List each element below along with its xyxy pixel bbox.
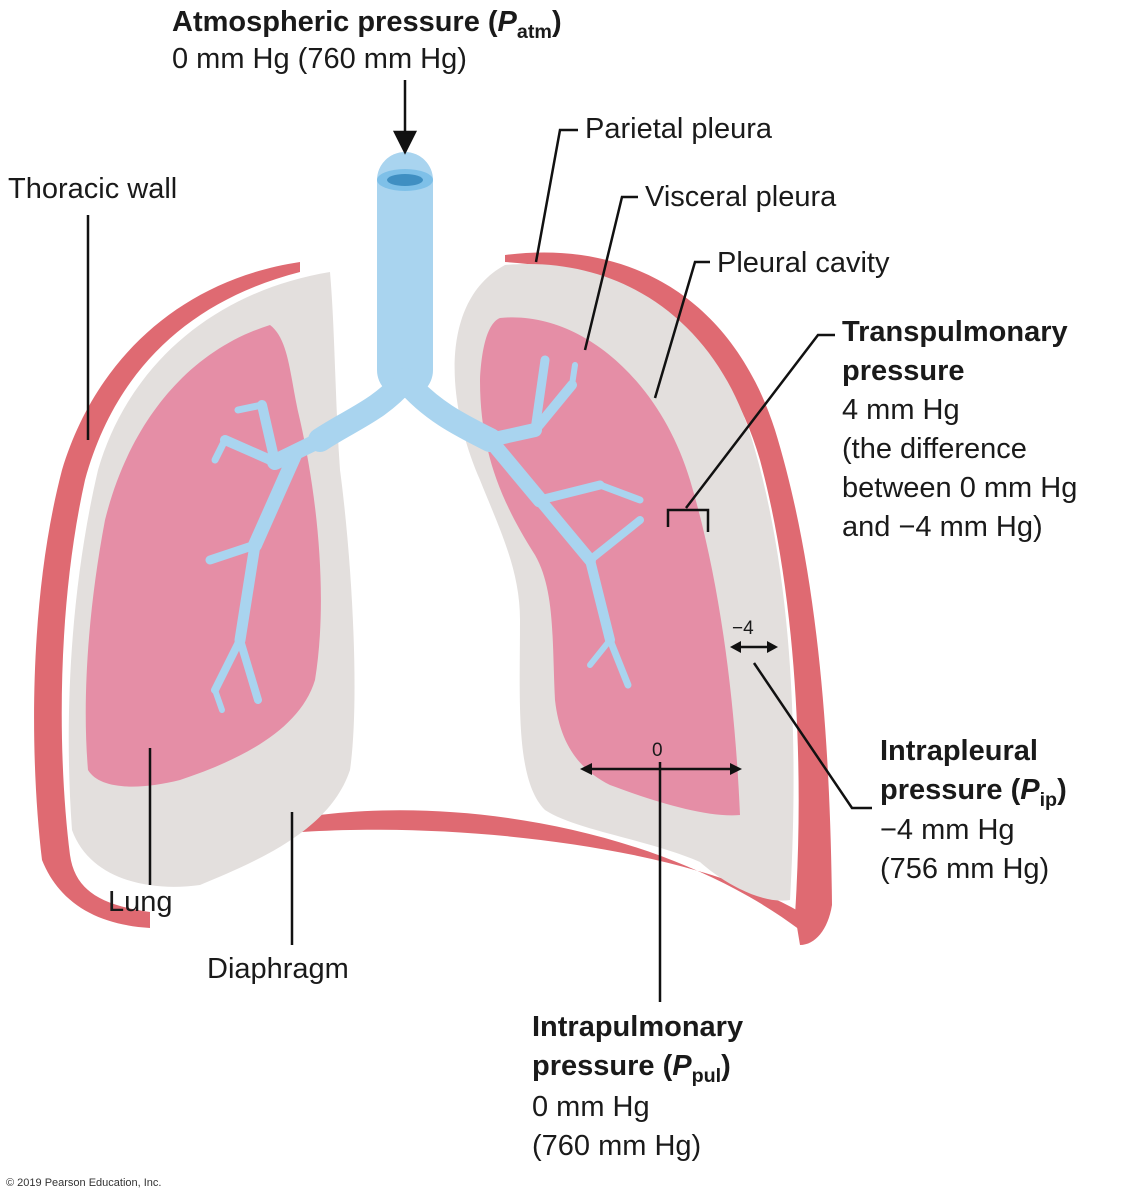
intrapulmonary-marker: 0 [652, 740, 663, 761]
intrapulmonary-close: ) [721, 1050, 731, 1082]
atmospheric-pressure-title: Atmospheric pressure (Patm) [172, 5, 562, 43]
pleural-cavity-label: Pleural cavity [717, 247, 890, 279]
transpulmonary-value: 4 mm Hg [842, 394, 960, 426]
arrowhead-pul-left [580, 763, 592, 775]
copyright-notice: © 2019 Pearson Education, Inc. [6, 1177, 162, 1189]
transpulmonary-title-line2: pressure [842, 355, 965, 387]
transpulmonary-note-line2: between 0 mm Hg [842, 472, 1078, 504]
thoracic-wall-left [34, 262, 301, 928]
leader-visceral-pleura [583, 195, 638, 351]
lung-label: Lung [108, 886, 173, 918]
leader-transpulmonary [685, 333, 835, 509]
airway-tree [205, 152, 644, 713]
lung-left [85, 325, 321, 787]
intrapleural-title-line2: pressure (Pip) [880, 773, 1067, 811]
transpulmonary-note-line1: (the difference [842, 433, 1027, 465]
arrowhead-ip-left [730, 641, 741, 653]
intrapleural-value-alt: (756 mm Hg) [880, 853, 1050, 885]
leader-pleural-cavity [653, 260, 710, 399]
lung-right [480, 317, 740, 816]
thoracic-wall-label: Thoracic wall [8, 173, 178, 205]
intrapleural-subscript: ip [1039, 788, 1058, 811]
atmospheric-subscript: atm [516, 20, 552, 43]
diaphragm-label: Diaphragm [207, 953, 349, 985]
arrowhead-pul-right [730, 763, 742, 775]
intrapulmonary-value-alt: (760 mm Hg) [532, 1130, 702, 1162]
trachea-lumen [387, 174, 423, 186]
arrowhead-ip-right [767, 641, 778, 653]
intrapulmonary-title-line2: pressure (Ppul) [532, 1049, 731, 1087]
intrapleural-title-text: pressure ( [880, 774, 1021, 806]
intrapleural-marker: −4 [732, 618, 754, 639]
atmospheric-close: ) [551, 6, 562, 38]
intrapleural-close: ) [1057, 774, 1067, 806]
intrapleural-title-line1: Intrapleural [880, 735, 1038, 767]
leader-intrapleural [752, 662, 872, 810]
transpulmonary-note-line3: and −4 mm Hg) [842, 511, 1043, 543]
parietal-pleura-label: Parietal pleura [585, 113, 772, 145]
intrapleural-symbol: P [1020, 774, 1040, 806]
atmospheric-symbol: P [497, 6, 517, 38]
visceral-pleura-label: Visceral pleura [645, 181, 837, 213]
atmospheric-title-text: Atmospheric pressure ( [172, 6, 498, 38]
intrapulmonary-subscript: pul [691, 1064, 722, 1087]
intrapulmonary-value: 0 mm Hg [532, 1091, 650, 1123]
intrapleural-value: −4 mm Hg [880, 814, 1015, 846]
intrapulmonary-symbol: P [672, 1050, 692, 1082]
atmospheric-pressure-value: 0 mm Hg (760 mm Hg) [172, 43, 467, 75]
intrapulmonary-title-line1: Intrapulmonary [532, 1011, 744, 1043]
leader-parietal-pleura [534, 128, 578, 263]
arrowhead-atmospheric [392, 130, 418, 155]
bracket-transpulmonary [666, 508, 710, 532]
transpulmonary-title-line1: Transpulmonary [842, 316, 1068, 348]
intrapulmonary-title-text: pressure ( [532, 1050, 673, 1082]
